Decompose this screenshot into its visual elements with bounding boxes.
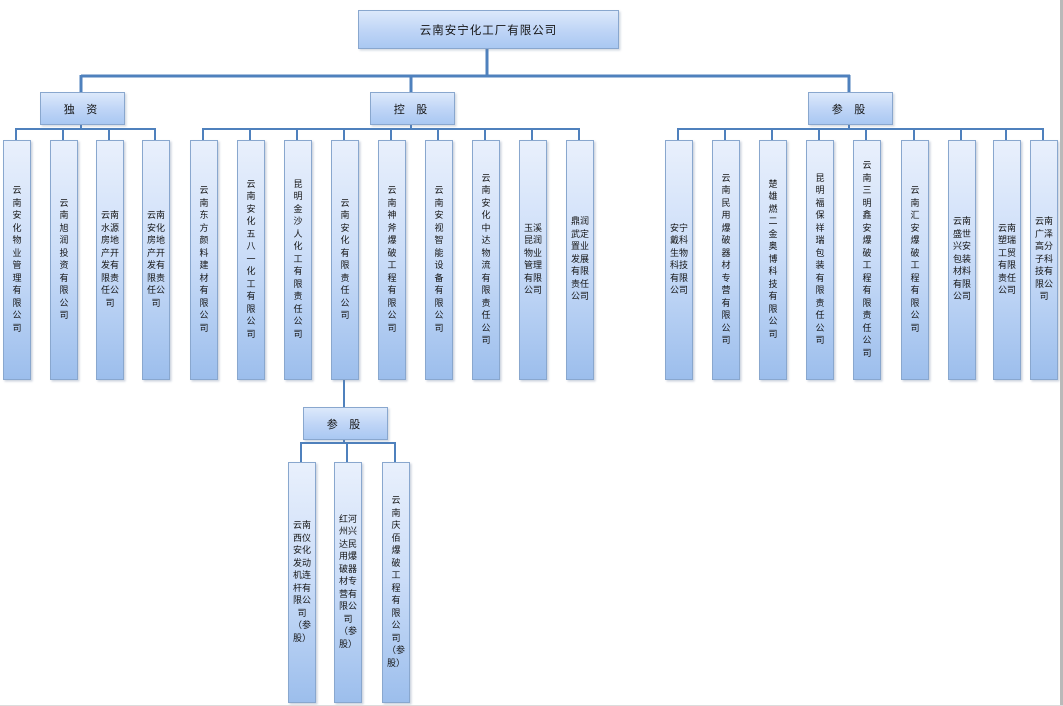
org-node-text: 红河 州兴 达民 用爆 破器 材专 营有 限公 司 （参 股）	[338, 514, 357, 650]
org-node-text: 云 南 安 化 有 限 责 任 公 司	[340, 198, 350, 322]
org-node-sole-3: 云南 水源 房地 产开 发有 限责 任公 司	[96, 140, 124, 380]
org-node-equity-8: 云南 塑瑞 工贸 有限 责任 公司	[993, 140, 1021, 380]
org-node-equity-2: 云 南 民 用 爆 破 器 材 专 营 有 限 公 司	[712, 140, 740, 380]
org-node-text: 云 南 安 视 智 能 设 备 有 限 公 司	[434, 186, 444, 334]
org-node-holding-9: 鼎润 武定 置业 发展 有限 责任 公司	[566, 140, 594, 380]
org-node-text: 云南 西仪 安化 发动 机连 杆有 限公 司 （参 股）	[292, 521, 311, 644]
org-node-holding-1: 云 南 东 方 颜 料 建 材 有 限 公 司	[190, 140, 218, 380]
org-node-holding-7: 云 南 安 化 中 达 物 流 有 限 责 任 公 司	[472, 140, 500, 380]
root-node-label: 云南安宁化工厂有限公司	[419, 22, 558, 37]
org-node-holding-4: 云 南 安 化 有 限 责 任 公 司	[331, 140, 359, 380]
org-node-text: 云 南 汇 安 爆 破 工 程 有 限 公 司	[910, 186, 920, 334]
root-node: 云南安宁化工厂有限公司	[358, 10, 619, 49]
org-node-sole-2: 云 南 旭 润 投 资 有 限 公 司	[50, 140, 78, 380]
org-node-equity-6: 云 南 汇 安 爆 破 工 程 有 限 公 司	[901, 140, 929, 380]
org-node-equity-4: 昆 明 福 保 祥 瑞 包 装 有 限 责 任 公 司	[806, 140, 834, 380]
branch-label-sole: 独 资	[40, 92, 125, 125]
org-node-sub-equity-3: 云 南 庆 佰 爆 破 工 程 有 限 公 司 （参 股）	[382, 462, 410, 703]
branch-label-sole-text: 独 资	[63, 102, 102, 116]
org-node-text: 云 南 安 化 物 业 管 理 有 限 公 司	[12, 186, 22, 334]
org-node-equity-3: 楚 雄 燃 二 金 奥 博 科 技 有 限 公 司	[759, 140, 787, 380]
org-node-text: 安宁 戴科 生物 科技 有限 公司	[669, 223, 688, 297]
org-node-text: 云 南 庆 佰 爆 破 工 程 有 限 公 司 （参 股）	[386, 496, 405, 669]
org-node-holding-5: 云 南 神 斧 爆 破 工 程 有 限 公 司	[378, 140, 406, 380]
org-node-holding-8: 玉溪 昆润 物业 管理 有限 公司	[519, 140, 547, 380]
org-node-text: 昆 明 金 沙 人 化 工 有 限 责 任 公 司	[293, 179, 303, 340]
org-node-text: 云 南 民 用 爆 破 器 材 专 营 有 限 公 司	[721, 173, 731, 347]
org-node-holding-2: 云 南 安 化 五 八 一 化 工 有 限 公 司	[237, 140, 265, 380]
org-node-text: 云南 水源 房地 产开 发有 限责 任公 司	[100, 211, 119, 309]
org-node-text: 云南 盛世 兴安 包装 材料 有限 公司	[952, 217, 971, 303]
branch-label-sub-equity: 参 股	[303, 407, 388, 440]
org-node-text: 云 南 旭 润 投 资 有 限 公 司	[59, 198, 69, 322]
branch-label-equity: 参 股	[808, 92, 893, 125]
branch-label-equity-text: 参 股	[831, 102, 870, 116]
org-node-text: 楚 雄 燃 二 金 奥 博 科 技 有 限 公 司	[768, 179, 778, 340]
page-right-border	[1060, 0, 1063, 706]
branch-label-holding-text: 控 股	[393, 102, 432, 116]
org-node-text: 云南 广泽 高分 子科 技有 限公 司	[1034, 217, 1053, 303]
org-node-equity-5: 云 南 三 明 鑫 安 爆 破 工 程 有 限 责 任 公 司	[853, 140, 881, 380]
org-node-text: 云 南 三 明 鑫 安 爆 破 工 程 有 限 责 任 公 司	[862, 161, 872, 359]
org-node-text: 云南 安化 房地 产开 发有 限责 任公 司	[146, 211, 165, 309]
org-node-sub-equity-2: 红河 州兴 达民 用爆 破器 材专 营有 限公 司 （参 股）	[334, 462, 362, 703]
org-node-holding-6: 云 南 安 视 智 能 设 备 有 限 公 司	[425, 140, 453, 380]
org-node-text: 云 南 安 化 中 达 物 流 有 限 责 任 公 司	[481, 173, 491, 347]
branch-label-sub-equity-text: 参 股	[326, 417, 365, 431]
org-node-text: 云南 塑瑞 工贸 有限 责任 公司	[997, 223, 1016, 297]
org-node-sub-equity-1: 云南 西仪 安化 发动 机连 杆有 限公 司 （参 股）	[288, 462, 316, 703]
org-node-text: 云 南 东 方 颜 料 建 材 有 限 公 司	[199, 186, 209, 334]
org-node-equity-7: 云南 盛世 兴安 包装 材料 有限 公司	[948, 140, 976, 380]
org-node-text: 云 南 安 化 五 八 一 化 工 有 限 公 司	[246, 179, 256, 340]
org-node-sole-1: 云 南 安 化 物 业 管 理 有 限 公 司	[3, 140, 31, 380]
branch-label-holding: 控 股	[370, 92, 455, 125]
org-node-text: 玉溪 昆润 物业 管理 有限 公司	[523, 223, 542, 297]
org-node-sole-4: 云南 安化 房地 产开 发有 限责 任公 司	[142, 140, 170, 380]
org-node-equity-9: 云南 广泽 高分 子科 技有 限公 司	[1030, 140, 1058, 380]
org-node-equity-1: 安宁 戴科 生物 科技 有限 公司	[665, 140, 693, 380]
org-node-text: 昆 明 福 保 祥 瑞 包 装 有 限 责 任 公 司	[815, 173, 825, 347]
org-node-text: 云 南 神 斧 爆 破 工 程 有 限 公 司	[387, 186, 397, 334]
org-node-text: 鼎润 武定 置业 发展 有限 责任 公司	[570, 217, 589, 303]
org-node-holding-3: 昆 明 金 沙 人 化 工 有 限 责 任 公 司	[284, 140, 312, 380]
